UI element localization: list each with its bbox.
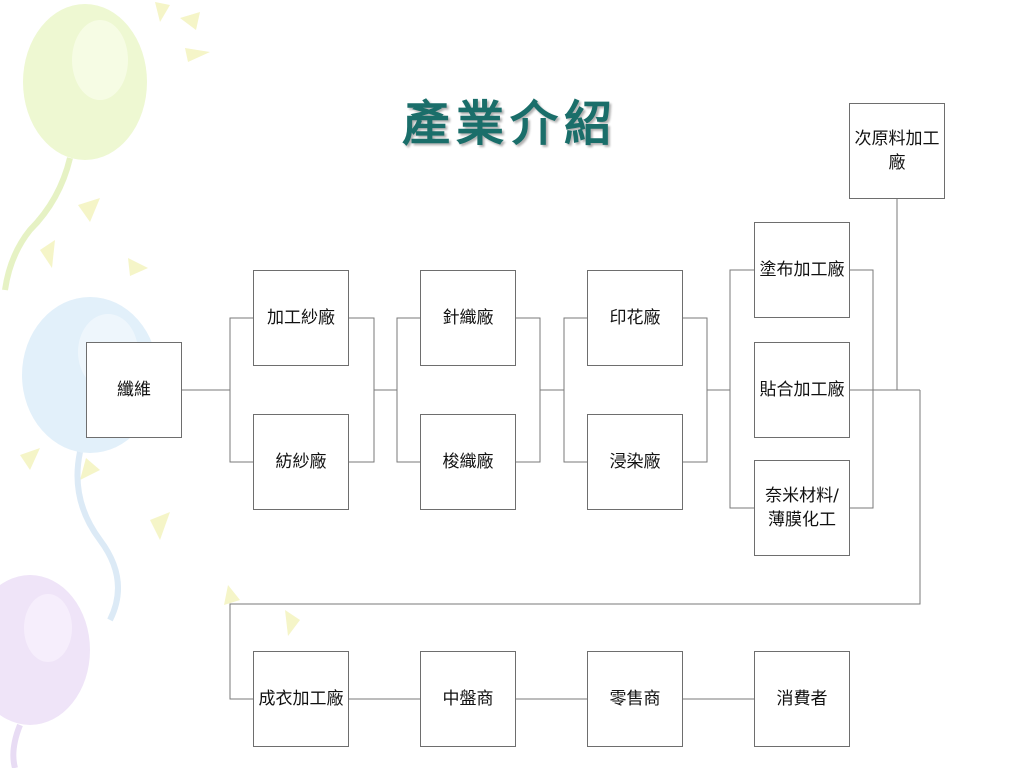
node-dyeing: 浸染廠 — [587, 414, 683, 510]
node-nano: 奈米材料/薄膜化工 — [754, 460, 850, 556]
node-weaving: 梭織廠 — [420, 414, 516, 510]
node-secondary-materials: 次原料加工廠 — [849, 103, 945, 199]
node-printing: 印花廠 — [587, 270, 683, 366]
node-coating: 塗布加工廠 — [754, 222, 850, 318]
node-laminating: 貼合加工廠 — [754, 342, 850, 438]
node-fiber: 纖維 — [86, 342, 182, 438]
node-retailer: 零售商 — [587, 651, 683, 747]
node-processed-yarn: 加工紗廠 — [253, 270, 349, 366]
node-spinning: 紡紗廠 — [253, 414, 349, 510]
node-consumer: 消費者 — [754, 651, 850, 747]
slide-title: 產業介紹 — [401, 96, 618, 152]
node-knitting: 針織廠 — [420, 270, 516, 366]
node-garment: 成衣加工廠 — [253, 651, 349, 747]
node-wholesaler: 中盤商 — [420, 651, 516, 747]
